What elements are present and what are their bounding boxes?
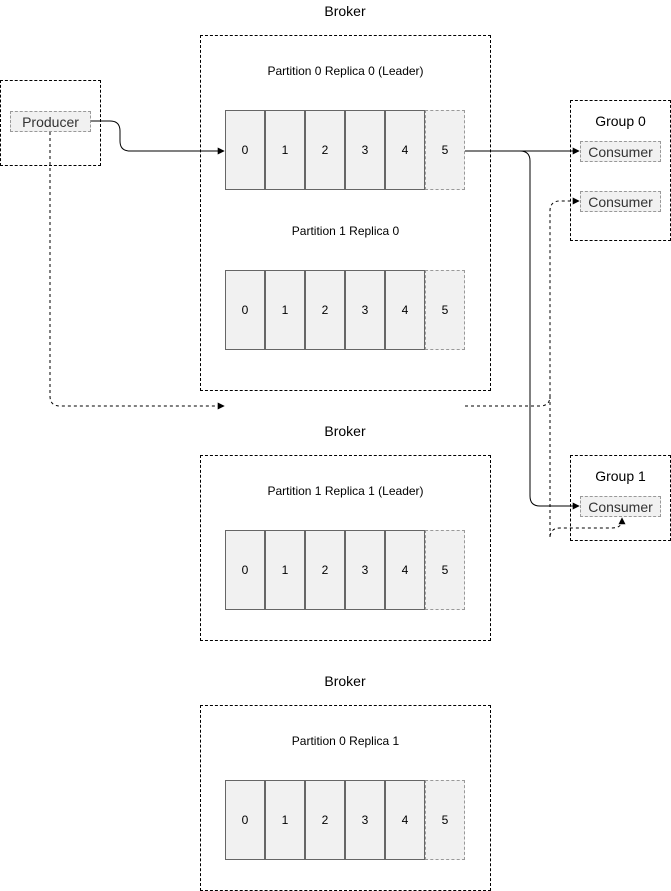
log-offset-cell: 4 bbox=[385, 780, 425, 860]
log-offset-cell: 1 bbox=[265, 110, 305, 190]
group-1-title: Group 1 bbox=[595, 468, 646, 484]
producer-node: Producer bbox=[10, 111, 91, 132]
log-offset-cell: 3 bbox=[345, 780, 385, 860]
group-1-consumer-1: Consumer bbox=[580, 496, 661, 517]
log-offset-cell: 4 bbox=[385, 530, 425, 610]
log-offset-cell: 2 bbox=[305, 110, 345, 190]
log-offset-cell: 5 bbox=[425, 780, 465, 860]
log-offset-cell: 1 bbox=[265, 780, 305, 860]
broker-3-title: Broker bbox=[324, 673, 366, 689]
log-offset-cell: 5 bbox=[425, 110, 465, 190]
edge-producer-to-partition-1-leader bbox=[49, 132, 225, 410]
broker-2-box bbox=[200, 455, 491, 641]
log-offset-cell: 0 bbox=[225, 530, 265, 610]
broker-1-partition-0-label: Partition 0 Replica 0 (Leader) bbox=[267, 64, 424, 78]
log-offset-cell: 1 bbox=[265, 530, 305, 610]
broker-2-partition-0-label: Partition 1 Replica 1 (Leader) bbox=[267, 484, 424, 498]
group-0-title: Group 0 bbox=[595, 113, 646, 129]
group-0-consumer-2: Consumer bbox=[580, 191, 661, 212]
log-offset-cell: 0 bbox=[225, 270, 265, 350]
broker-2-title: Broker bbox=[324, 423, 366, 439]
log-offset-cell: 3 bbox=[345, 110, 385, 190]
group-0-consumer-1: Consumer bbox=[580, 141, 661, 162]
broker-1-title: Broker bbox=[324, 3, 366, 19]
log-offset-cell: 4 bbox=[385, 270, 425, 350]
log-offset-cell: 3 bbox=[345, 530, 385, 610]
log-offset-cell: 0 bbox=[225, 780, 265, 860]
log-offset-cell: 3 bbox=[345, 270, 385, 350]
log-offset-cell: 2 bbox=[305, 530, 345, 610]
log-offset-cell: 1 bbox=[265, 270, 305, 350]
broker-3-partition-0-label: Partition 0 Replica 1 bbox=[291, 734, 400, 748]
log-offset-cell: 2 bbox=[305, 270, 345, 350]
log-offset-cell: 2 bbox=[305, 780, 345, 860]
log-offset-cell: 0 bbox=[225, 110, 265, 190]
broker-1-partition-1-label: Partition 1 Replica 0 bbox=[291, 224, 400, 238]
log-offset-cell: 5 bbox=[425, 530, 465, 610]
log-offset-cell: 5 bbox=[425, 270, 465, 350]
log-offset-cell: 4 bbox=[385, 110, 425, 190]
